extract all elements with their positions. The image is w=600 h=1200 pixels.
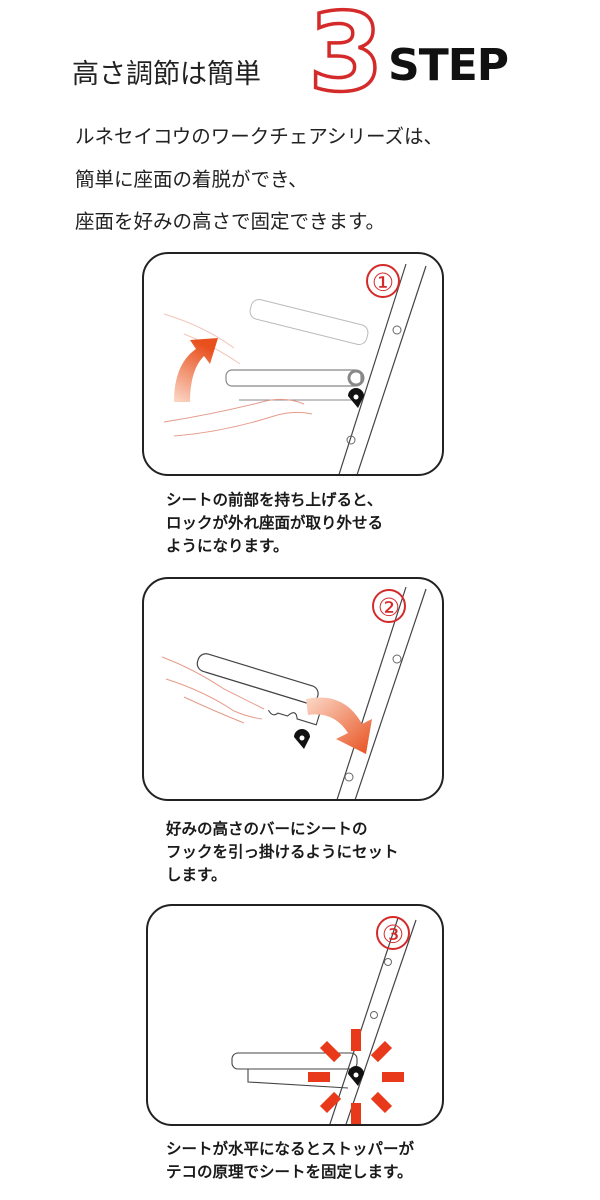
step-2-panel: ② <box>142 577 444 801</box>
step-2-illustration <box>161 586 427 799</box>
step-1-caption-line-2: ロックが外れ座面が取り外せる <box>166 514 384 532</box>
step-2-badge: ② <box>372 589 406 623</box>
step-1-caption-line-3: ようになります。 <box>166 537 289 555</box>
step-1-badge: ① <box>366 264 400 298</box>
step-word: STEP <box>388 40 509 91</box>
step-1-illustration <box>163 263 427 474</box>
step-3-badge: ③ <box>376 916 410 950</box>
intro-line-3: 座面を好みの高さで固定できます。 <box>75 210 386 233</box>
step-3-caption-line-1: シートが水平になるとストッパーが <box>166 1140 415 1158</box>
step-3-panel: ③ <box>146 904 444 1126</box>
step-3-caption-line-2: テコの原理でシートを固定します。 <box>166 1163 413 1181</box>
intro-line-2: 簡単に座面の着脱ができ、 <box>75 168 308 191</box>
step-1-caption: シートの前部を持ち上げると、 ロックが外れ座面が取り外せる ようになります。 <box>166 489 383 558</box>
step-2-caption-line-3: します。 <box>166 866 227 884</box>
step-1-caption-line-1: シートの前部を持ち上げると、 <box>166 491 383 509</box>
svg-text:3: 3 <box>308 0 383 100</box>
step-2-caption-line-2: フックを引っ掛けるようにセット <box>166 843 399 861</box>
step-2-caption: 好みの高さのバーにシートの フックを引っ掛けるようにセット します。 <box>166 818 399 887</box>
intro-line-1: ルネセイコウのワークチェアシリーズは、 <box>75 125 443 148</box>
step-3-illustration <box>231 917 417 1124</box>
step-3-caption: シートが水平になるとストッパーが テコの原理でシートを固定します。 <box>166 1138 414 1184</box>
step-2-caption-line-1: 好みの高さのバーにシートの <box>166 820 368 838</box>
step-1-panel: ① <box>142 252 444 476</box>
header-title: 高さ調節は簡単 <box>72 59 261 90</box>
big-three-outline-icon: 3 <box>307 0 386 100</box>
